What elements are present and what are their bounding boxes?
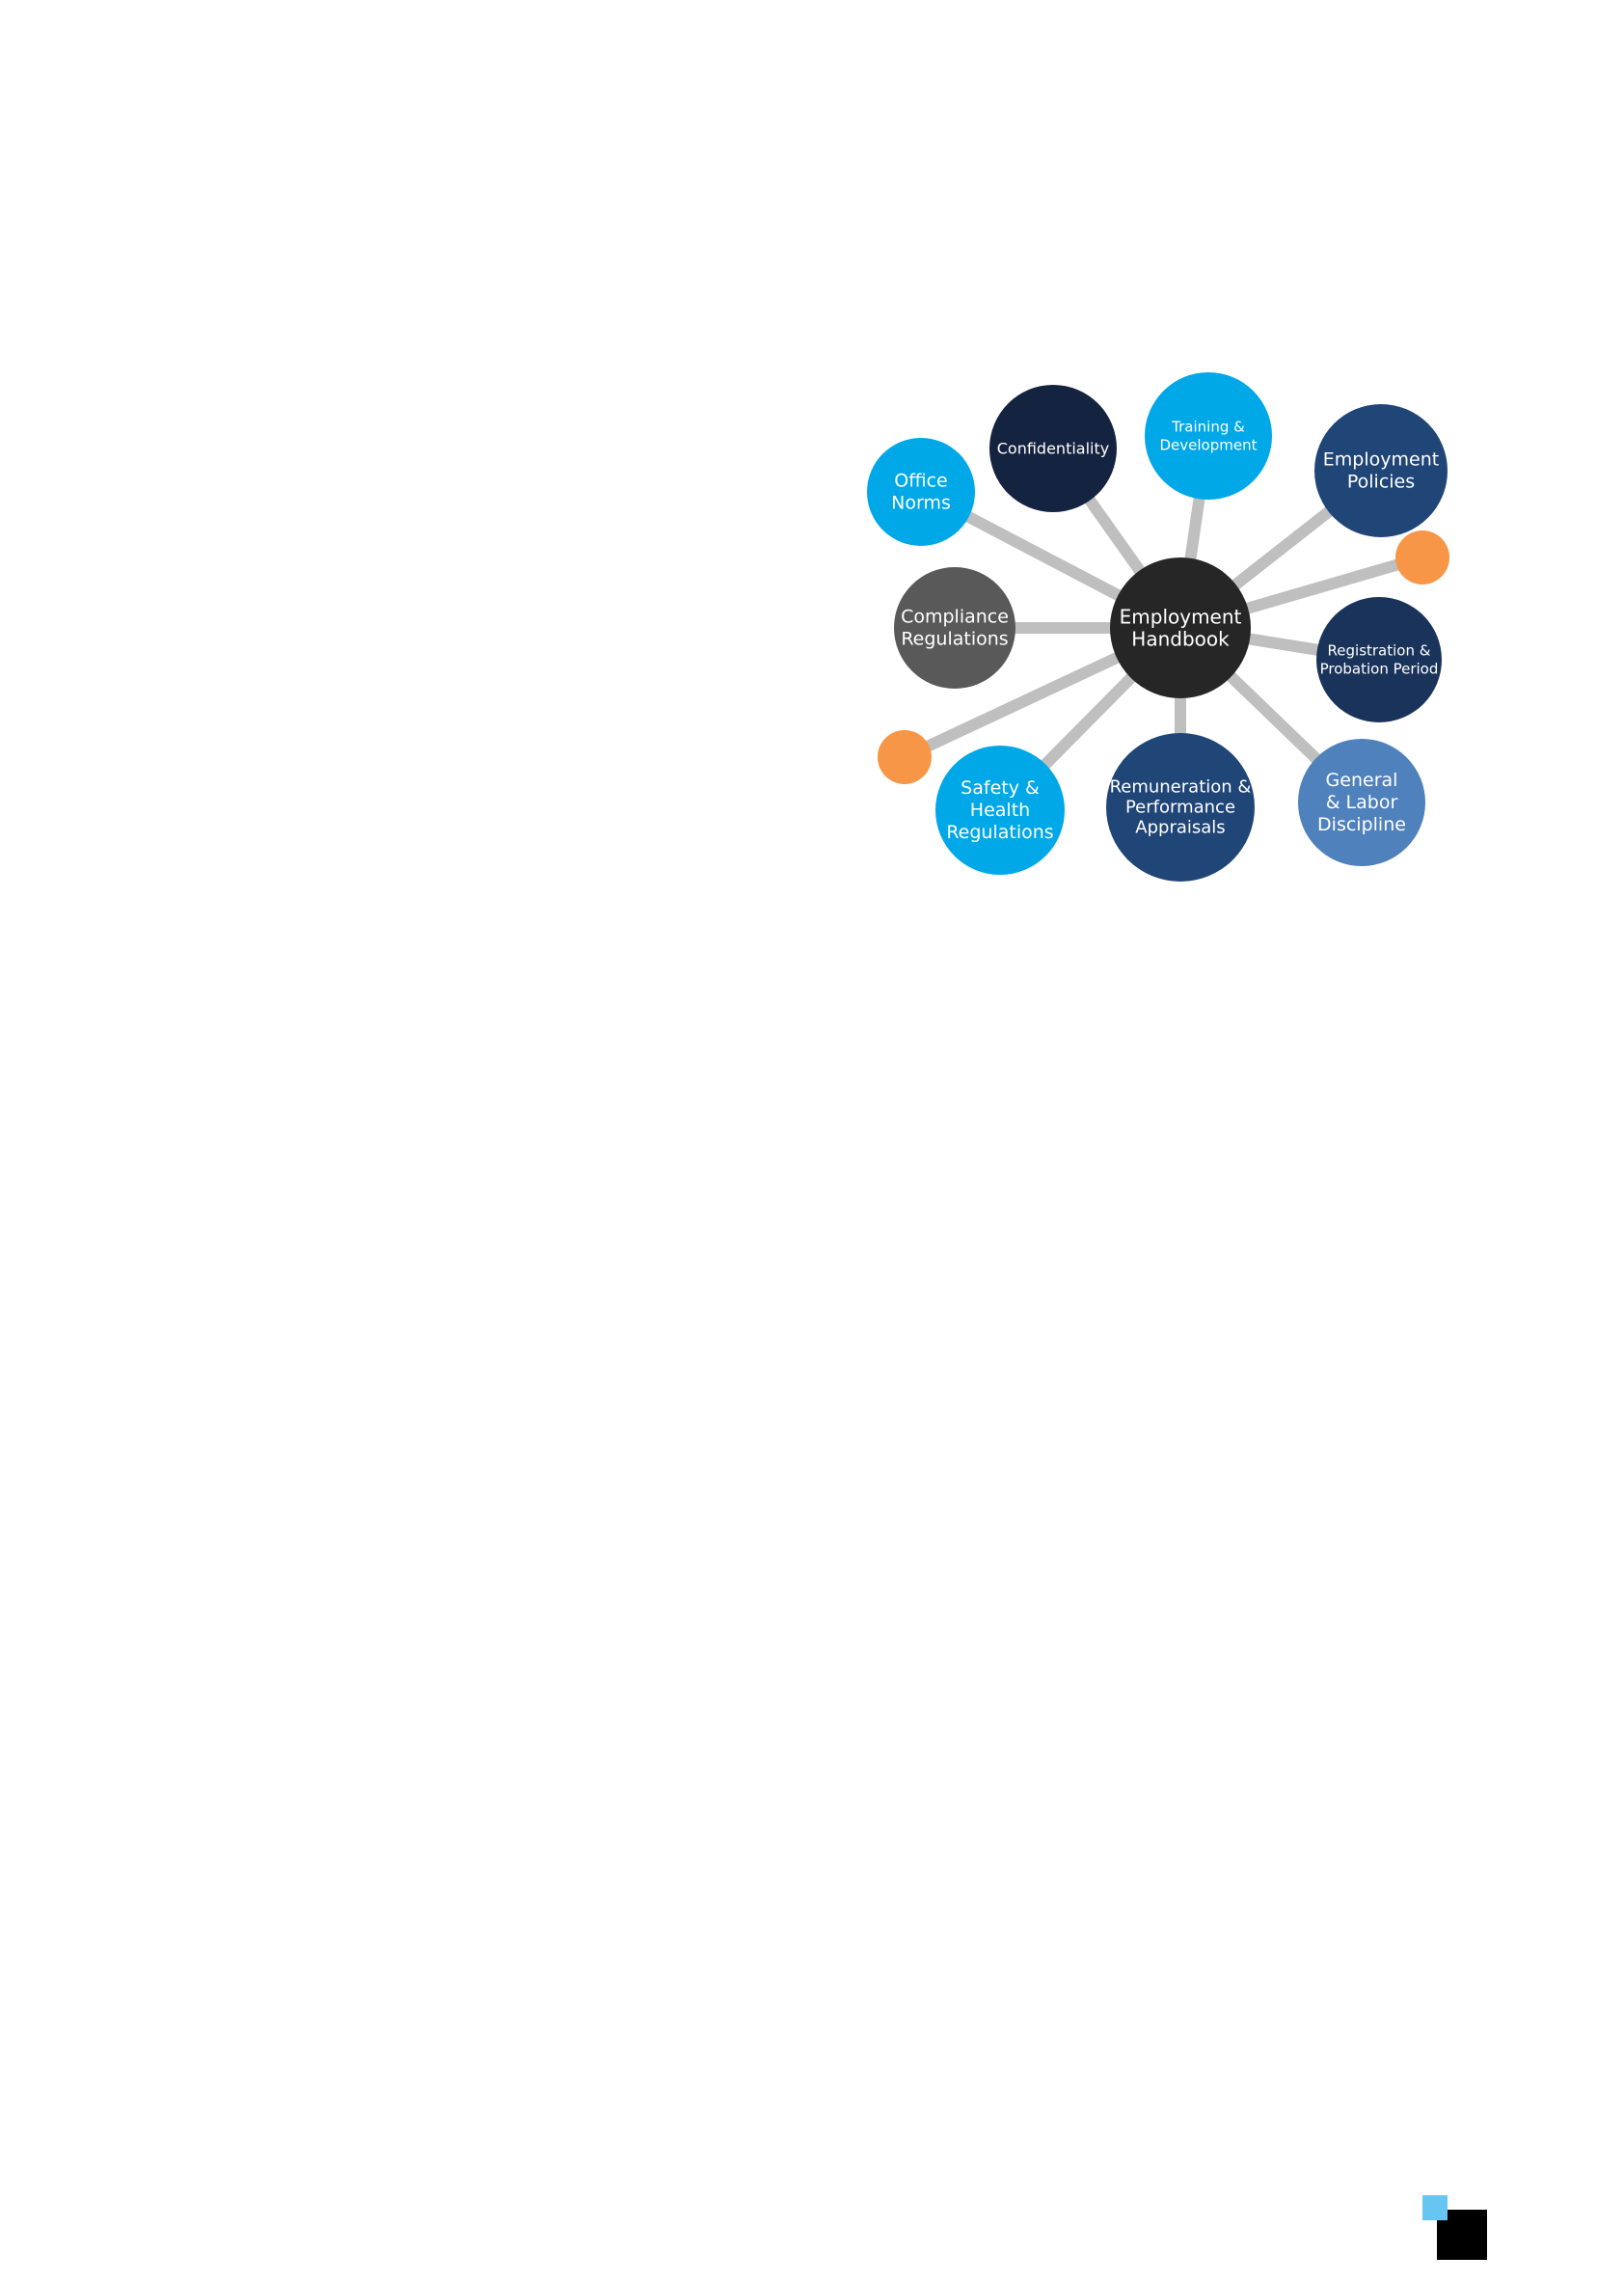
remuneration-appraisals-label-line: Performance bbox=[1125, 798, 1235, 818]
general-labor-discipline-label-line: Discipline bbox=[1317, 814, 1406, 835]
office-norms-label-line: Office bbox=[894, 471, 947, 492]
safety-health-circle bbox=[935, 746, 1065, 875]
office-norms-label-line: Norms bbox=[891, 493, 951, 514]
orange-dot-left-circle bbox=[878, 730, 932, 784]
employment-policies-label-line: Policies bbox=[1347, 472, 1415, 493]
confidentiality-circle bbox=[989, 385, 1117, 512]
employment-policies-circle bbox=[1314, 404, 1448, 537]
training-development-circle bbox=[1145, 372, 1272, 500]
safety-health-label-line: Health bbox=[970, 800, 1030, 821]
center-label-line: Handbook bbox=[1131, 628, 1230, 651]
training-development-label-line: Training & bbox=[1171, 419, 1245, 436]
orange-dot-right-circle bbox=[1395, 530, 1449, 584]
remuneration-appraisals-label-line: Appraisals bbox=[1135, 818, 1225, 838]
compliance-regulations-label-line: Compliance bbox=[901, 607, 1009, 628]
registration-probation-label-line: Probation Period bbox=[1320, 661, 1439, 678]
general-labor-discipline-circle bbox=[1298, 739, 1425, 866]
compliance-regulations-label-line: Regulations bbox=[901, 629, 1008, 650]
node-training-development: Training &Development bbox=[1145, 372, 1272, 500]
general-labor-discipline-label-line: General bbox=[1326, 770, 1398, 791]
node-orange-dot-right bbox=[1395, 530, 1449, 584]
registration-probation-label-line: Registration & bbox=[1328, 642, 1431, 660]
safety-health-label-line: Safety & bbox=[961, 777, 1040, 799]
center-label-line: Employment bbox=[1120, 606, 1242, 629]
training-development-label-line: Development bbox=[1160, 437, 1258, 454]
remuneration-appraisals-circle bbox=[1106, 733, 1255, 882]
remuneration-appraisals-label-line: Remuneration & bbox=[1110, 777, 1252, 798]
node-confidentiality: Confidentiality bbox=[989, 385, 1117, 512]
corner-logo-light-square bbox=[1422, 2195, 1448, 2220]
registration-probation-circle bbox=[1316, 597, 1442, 722]
employment-policies-label-line: Employment bbox=[1323, 449, 1439, 471]
center-circle bbox=[1110, 557, 1251, 698]
general-labor-discipline-label-line: & Labor bbox=[1326, 792, 1398, 813]
node-orange-dot-left bbox=[878, 730, 932, 784]
office-norms-circle bbox=[867, 438, 975, 546]
compliance-regulations-circle bbox=[894, 567, 1015, 689]
safety-health-label-line: Regulations bbox=[946, 822, 1053, 843]
node-registration-probation: Registration &Probation Period bbox=[1316, 597, 1442, 722]
confidentiality-label-line: Confidentiality bbox=[997, 440, 1109, 458]
